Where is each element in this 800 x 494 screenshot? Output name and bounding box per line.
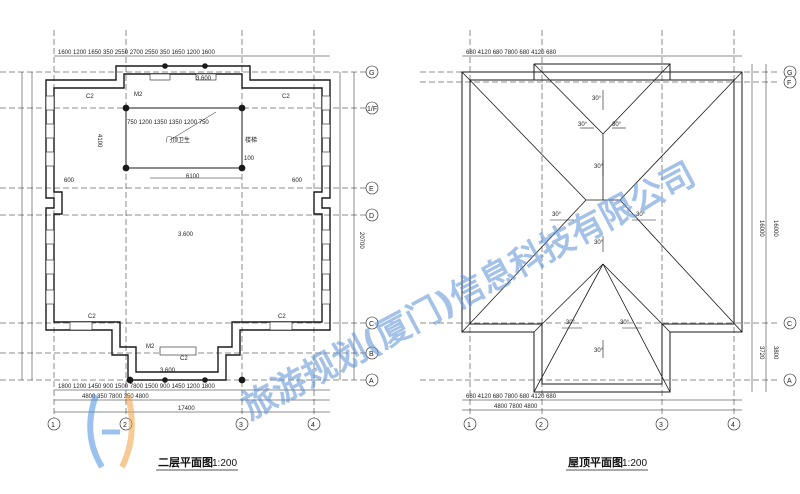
right-axis-G: G: [787, 70, 792, 77]
right-total-2: 16000: [772, 220, 778, 237]
left-total-width: 17400: [178, 406, 195, 412]
right-axis-F: F: [787, 80, 791, 87]
slope-label-6: 30°: [636, 212, 646, 218]
right-dim-3800: 3800: [772, 346, 778, 360]
left-axis-3: 3: [239, 422, 243, 429]
left-axis-G: G: [369, 70, 374, 77]
left-room-label: 门顶卫生: [166, 136, 190, 144]
right-plan-scale: 1:200: [622, 458, 647, 469]
left-axis-A: A: [369, 378, 374, 385]
left-outer-wall: [45, 65, 331, 381]
left-top-dims: 1600 1200 1650 350 2550 2700 2550 350 16…: [58, 50, 215, 56]
left-axis-1F: 1/F: [367, 106, 377, 113]
left-axis-2: 2: [123, 422, 127, 429]
left-window-c2-a: C2: [86, 94, 94, 100]
right-dimension-lines: [462, 55, 767, 411]
left-windows: [45, 73, 331, 356]
right-roof-plan: [420, 30, 780, 420]
left-axis-bubbles: [47, 65, 379, 431]
left-stair-line: [169, 111, 217, 141]
left-dimension-lines: [21, 55, 355, 413]
left-elev-top: 3.600: [196, 76, 212, 82]
left-door-m2-b: M2: [146, 344, 155, 350]
slope-label-5: 30°: [552, 212, 562, 218]
left-plan-scale: 1:200: [212, 458, 237, 469]
right-dim-3720: 3720: [758, 346, 764, 360]
left-small-4100: 4100: [96, 134, 102, 148]
left-axis-1: 1: [51, 422, 55, 429]
right-bottom-dims-1: 680 4120 680 7800 680 4120 680: [466, 394, 557, 400]
left-bottom-dims-1: 1800 1200 1450 900 1500 7800 1500 900 14…: [58, 384, 215, 390]
right-axis-3: 3: [659, 422, 663, 429]
left-window-c2-b: C2: [282, 94, 290, 100]
right-axis-1: 1: [467, 422, 471, 429]
right-axis-A: A: [787, 378, 792, 385]
slope-label-9: 30°: [620, 320, 630, 326]
right-top-dims: 680 4120 680 7800 680 4120 680: [466, 50, 557, 56]
slope-label-2: 30°: [578, 122, 588, 128]
roof-ridge-lines: [461, 63, 743, 393]
left-axis-D: D: [369, 213, 374, 220]
left-window-c2-e: C2: [180, 356, 188, 362]
left-door-m2-a: M2: [134, 92, 143, 98]
right-plan-title: 屋顶平面图: [568, 456, 623, 469]
left-axis-B: B: [369, 351, 374, 358]
left-axis-4: 4: [311, 422, 315, 429]
slope-arrows: [550, 90, 656, 358]
right-total: 16000: [758, 220, 764, 237]
left-bottom-dims-2: 4800 350 7800 350 4800: [82, 394, 149, 400]
left-small-100: 100: [244, 156, 255, 162]
left-plan-title: 二层平面图: [158, 456, 213, 469]
right-plan-text: 680 4120 680 7800 680 4120 680 680 4120 …: [463, 50, 797, 471]
left-plan-text: 1600 1200 1650 350 2550 2700 2550 350 16…: [47, 50, 379, 471]
left-window-c2-d: C2: [278, 314, 286, 320]
left-stair-label: 楼梯: [245, 136, 257, 144]
left-span-6100: 6100: [186, 174, 200, 180]
company-logo: [87, 394, 135, 469]
watermark: 旅游规划(厦门)信息科技有限公司: [235, 155, 702, 428]
watermark-text: 旅游规划(厦门)信息科技有限公司: [235, 155, 702, 428]
right-axis-4: 4: [731, 422, 735, 429]
right-axis-C: C: [787, 321, 792, 328]
slope-label-10: 30°: [594, 348, 604, 354]
left-elev-bottom: 3.600: [160, 368, 176, 374]
left-elev-mid: 3.600: [178, 232, 194, 238]
slope-label-1: 30°: [592, 96, 602, 102]
left-inner-dims: 750 1200 1350 1350 1200 750: [127, 120, 209, 126]
left-right-total: 20700: [358, 232, 364, 249]
left-inner-room: [125, 107, 243, 179]
left-small-600-b: 600: [292, 178, 303, 184]
left-floor-plan: [0, 30, 370, 420]
left-axis-E: E: [369, 186, 374, 193]
right-axis-2: 2: [539, 422, 543, 429]
left-axis-lines: [0, 30, 370, 420]
slope-label-7: 30°: [594, 240, 604, 246]
slope-label-3: 30°: [612, 122, 622, 128]
left-axis-C: C: [369, 321, 374, 328]
right-axis-bubbles: [463, 65, 797, 431]
slope-label-4: 30°: [594, 164, 604, 170]
left-small-600-a: 600: [64, 178, 75, 184]
slope-label-8: 30°: [566, 320, 576, 326]
right-bottom-dims-2: 4800 7800 4800: [494, 404, 538, 410]
left-window-c2-c: C2: [88, 314, 96, 320]
left-columns: [122, 63, 246, 384]
